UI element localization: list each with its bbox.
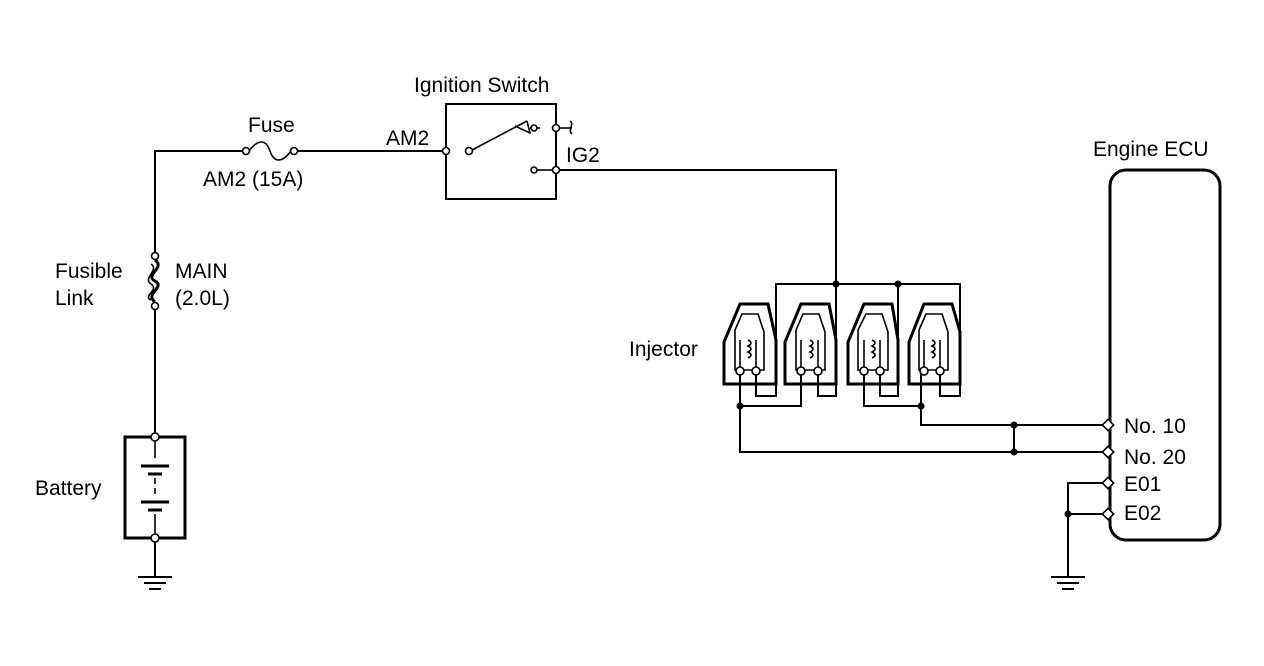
ig2-terminal-label: IG2: [566, 144, 600, 167]
injector-label: Injector: [629, 338, 698, 361]
battery-ground-icon: [138, 576, 172, 590]
fuse-rating-label: AM2 (15A): [203, 168, 303, 191]
injector-group: [722, 302, 962, 426]
ecu-terminal-no10-label: No. 10: [1124, 415, 1186, 438]
engine-ecu-label: Engine ECU: [1093, 138, 1209, 161]
ignition-switch-symbol: [441, 103, 573, 200]
ecu-ground-wiring: [1064, 482, 1109, 576]
am2-terminal-label: AM2: [386, 127, 429, 150]
battery-label: Battery: [35, 477, 102, 500]
ecu-terminals: [1101, 418, 1115, 521]
injector-2: [739, 302, 838, 407]
battery-symbol: [123, 432, 187, 543]
labels: Ignition Switch Fuse AM2 (15A) AM2 IG2 F…: [35, 74, 1209, 525]
ecu-terminal-e02-label: E02: [1124, 502, 1161, 525]
injector-3: [846, 302, 922, 407]
fusible-link-label-line2: Link: [55, 287, 94, 310]
supply-wiring: [154, 150, 447, 576]
ignition-switch-label: Ignition Switch: [414, 74, 549, 97]
fuse-label: Fuse: [248, 114, 295, 137]
ecu-ground-icon: [1051, 576, 1085, 590]
injector-signal-wiring: [736, 402, 1109, 456]
fuse-symbol: [241, 141, 299, 161]
fusible-link-label-line1: Fusible: [55, 260, 123, 283]
ecu-terminal-e01-label: E01: [1124, 473, 1161, 496]
injector-4: [907, 302, 962, 426]
fusible-link-symbol: [147, 251, 160, 311]
engine-ecu-box: [1101, 168, 1222, 542]
ecu-terminal-no20-label: No. 20: [1124, 446, 1186, 469]
injector-1: [722, 302, 778, 407]
main-label-line1: MAIN: [175, 260, 228, 283]
main-label-line2: (2.0L): [175, 287, 230, 310]
